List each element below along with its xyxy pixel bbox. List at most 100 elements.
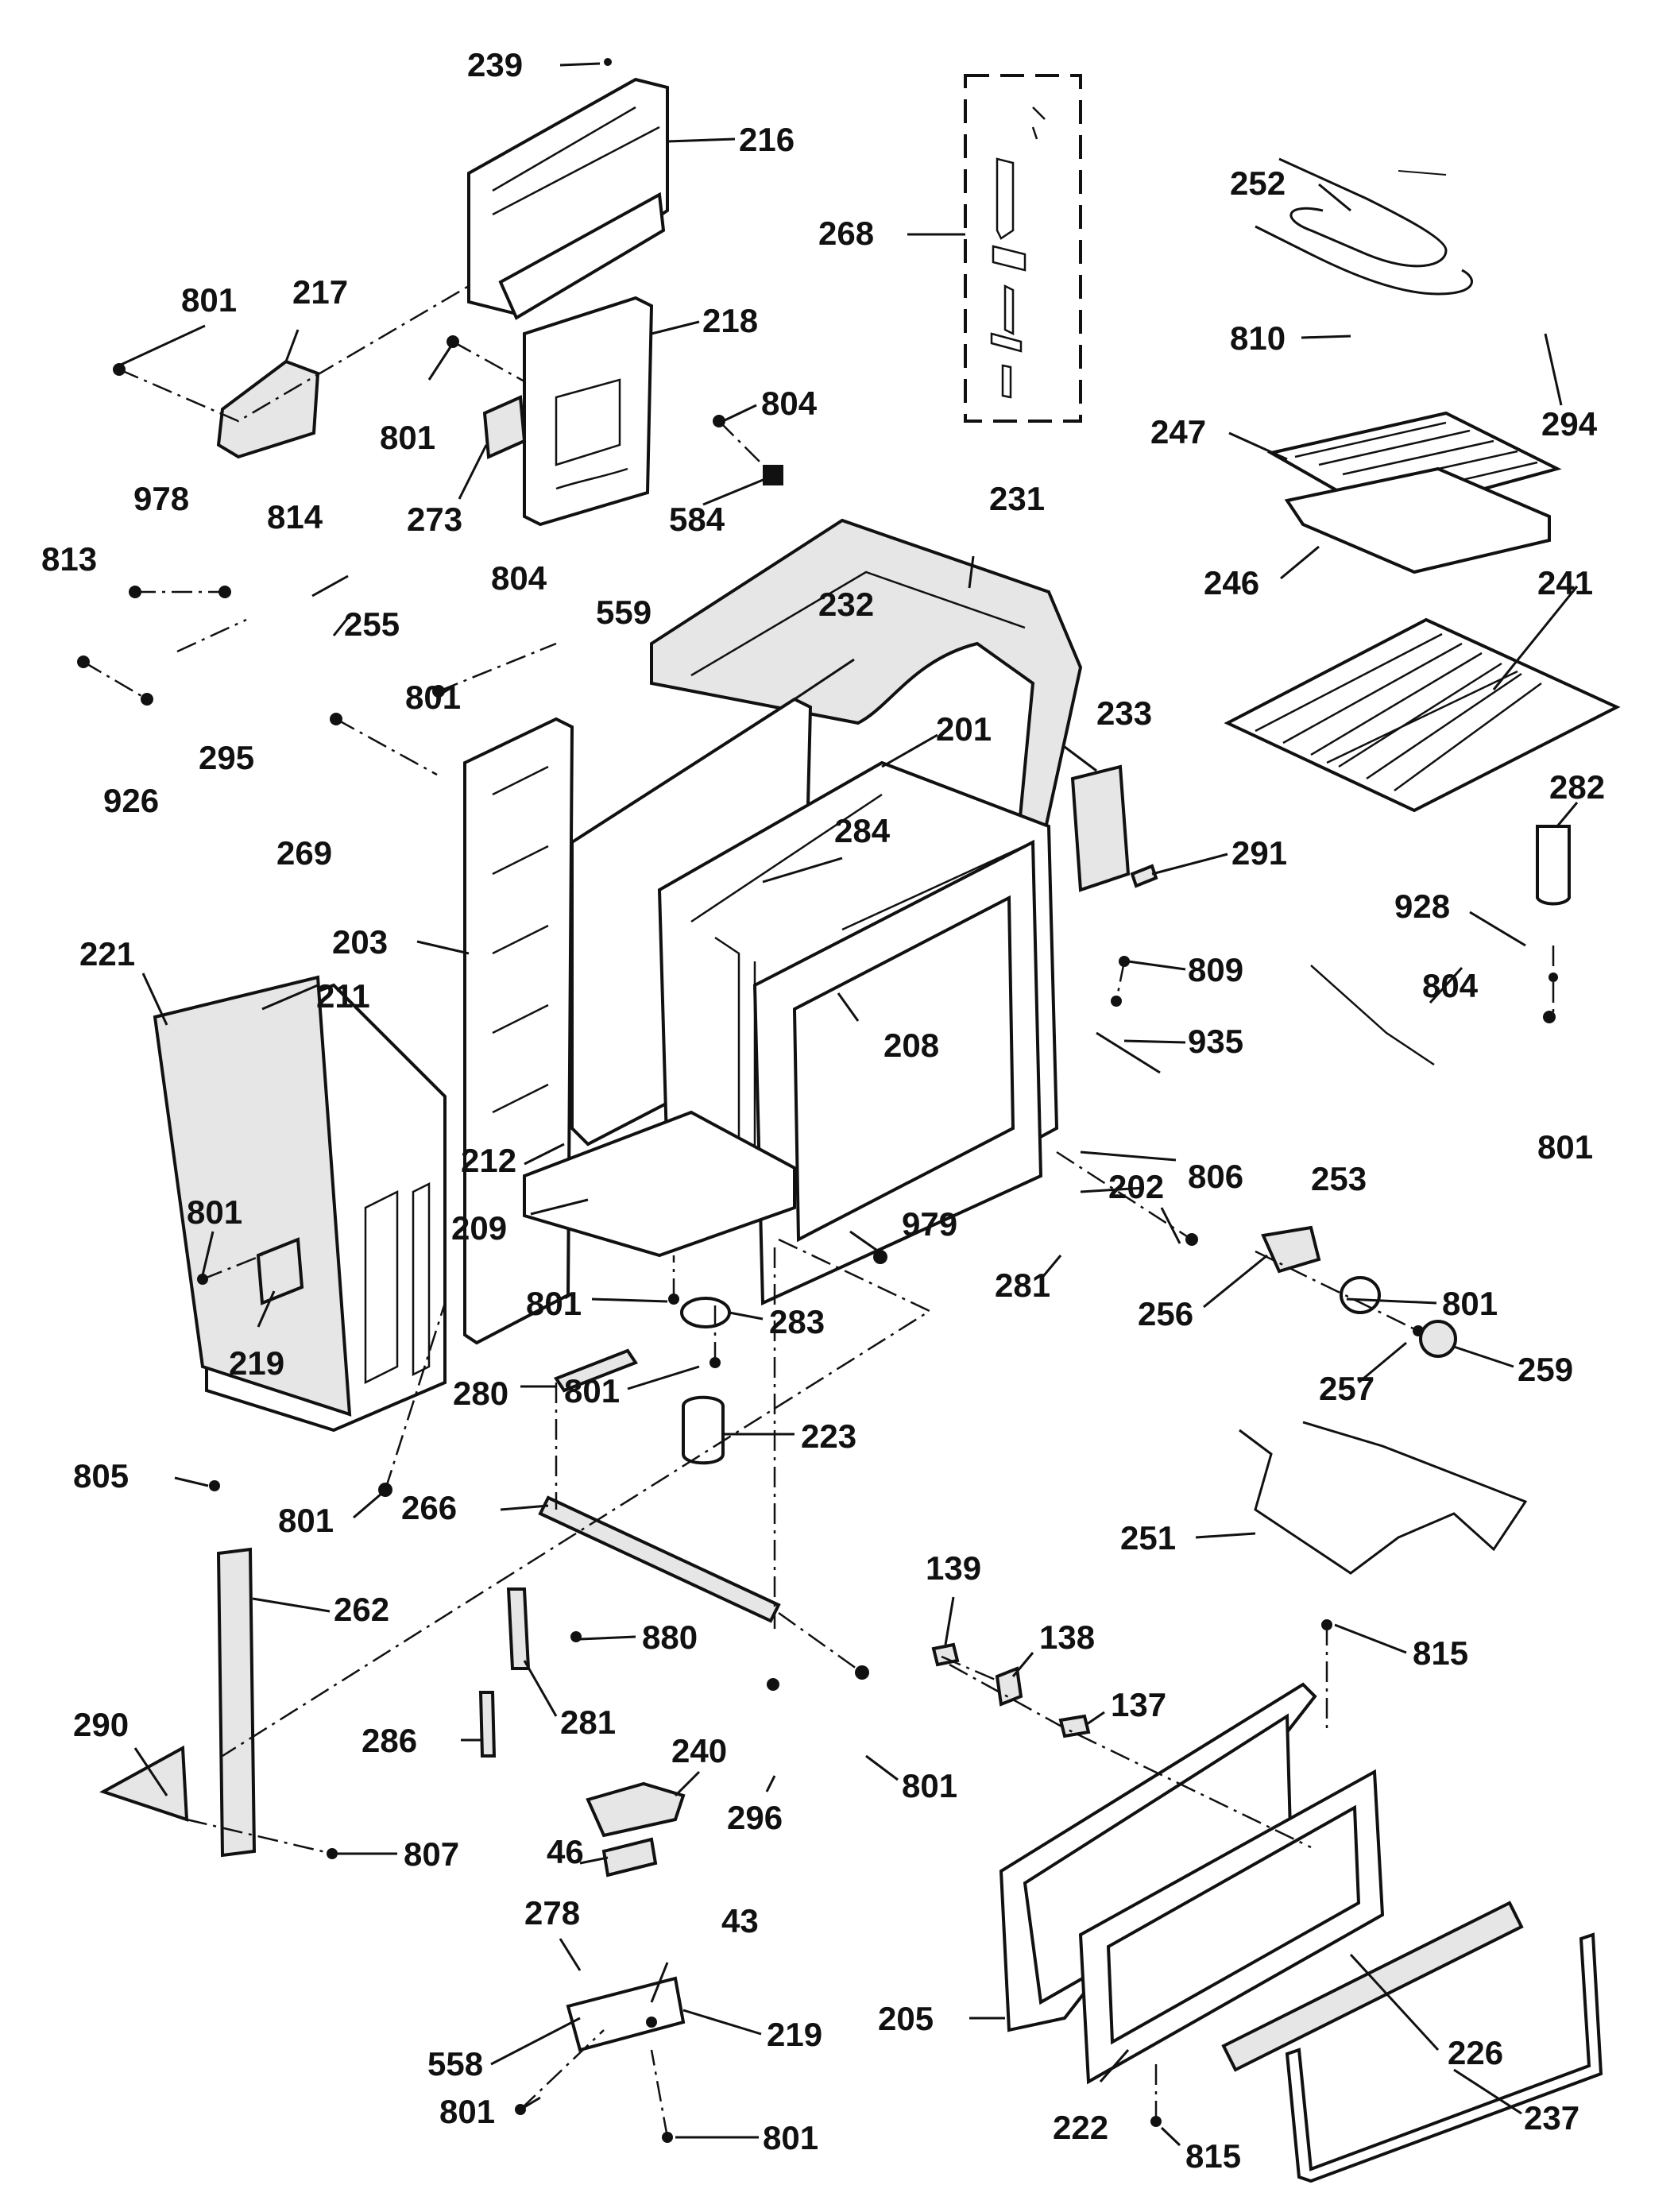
label-807: 807 — [404, 1835, 459, 1873]
label-284: 284 — [834, 812, 891, 849]
label-804: 804 — [491, 559, 547, 597]
label-208: 208 — [883, 1027, 939, 1064]
label-212: 212 — [461, 1142, 516, 1179]
label-222: 222 — [1053, 2109, 1108, 2146]
label-43: 43 — [721, 1902, 759, 1939]
label-283: 283 — [769, 1303, 825, 1340]
label-935: 935 — [1188, 1023, 1243, 1060]
label-231: 231 — [989, 480, 1045, 517]
part-273-shape — [482, 395, 527, 459]
part-226-shape — [1221, 1901, 1524, 2072]
label-219: 219 — [767, 2016, 822, 2053]
part-137-shape — [1058, 1714, 1091, 1738]
label-237: 237 — [1524, 2099, 1579, 2137]
label-46: 46 — [547, 1833, 584, 1870]
label-253: 253 — [1311, 1160, 1367, 1197]
label-801: 801 — [526, 1285, 582, 1322]
label-232: 232 — [818, 586, 874, 623]
label-202: 202 — [1108, 1168, 1164, 1205]
label-255: 255 — [344, 605, 400, 643]
label-809: 809 — [1188, 951, 1243, 988]
label-281: 281 — [995, 1266, 1050, 1304]
part-257-shape — [1340, 1276, 1381, 1314]
label-801: 801 — [1537, 1128, 1593, 1166]
label-290: 290 — [73, 1706, 129, 1743]
leader-lines — [118, 62, 1579, 2147]
kit-268-parts — [990, 106, 1046, 399]
part-drawings — [77, 58, 1621, 2183]
label-226: 226 — [1448, 2034, 1503, 2071]
part-252-shape — [1255, 157, 1473, 296]
part-283-shape — [680, 1297, 731, 1328]
label-979: 979 — [902, 1205, 957, 1243]
part-216-shape — [467, 77, 669, 320]
part-203-shape — [463, 717, 574, 1345]
label-201: 201 — [936, 710, 992, 748]
label-217: 217 — [292, 273, 348, 311]
part-241-shape — [1224, 617, 1621, 813]
label-139: 139 — [926, 1549, 981, 1587]
label-239: 239 — [467, 46, 523, 83]
part-209-shape — [523, 1110, 796, 1258]
label-138: 138 — [1039, 1618, 1095, 1656]
part-labels: 239 216 217 801 218 801 273 804 584 268 … — [41, 46, 1605, 2175]
label-801: 801 — [902, 1767, 957, 1804]
kit-268-box — [964, 74, 1082, 423]
label-256: 256 — [1138, 1295, 1193, 1332]
part-217-shape — [216, 359, 320, 459]
label-280: 280 — [453, 1375, 508, 1412]
label-216: 216 — [739, 121, 795, 158]
label-219: 219 — [229, 1344, 284, 1382]
label-584: 584 — [669, 501, 725, 538]
part-139-shape — [931, 1642, 960, 1667]
label-221: 221 — [79, 935, 135, 973]
label-247: 247 — [1150, 413, 1206, 451]
part-223-shape — [682, 1395, 725, 1465]
label-801: 801 — [763, 2119, 818, 2156]
label-266: 266 — [401, 1489, 457, 1526]
label-218: 218 — [702, 302, 758, 339]
label-259: 259 — [1518, 1351, 1573, 1388]
label-286: 286 — [362, 1722, 417, 1759]
label-801: 801 — [181, 281, 237, 319]
label-294: 294 — [1541, 405, 1598, 443]
label-252: 252 — [1230, 164, 1286, 202]
part-286-shape — [478, 1691, 497, 1758]
part-253-shape — [1310, 965, 1435, 1066]
label-291: 291 — [1231, 834, 1287, 872]
part-222-shape — [1078, 1769, 1385, 2085]
label-296: 296 — [727, 1799, 783, 1836]
label-926: 926 — [103, 782, 159, 819]
label-801: 801 — [439, 2093, 495, 2130]
label-801: 801 — [1442, 1285, 1498, 1322]
label-269: 269 — [276, 834, 332, 872]
label-203: 203 — [332, 923, 388, 961]
label-801: 801 — [405, 679, 461, 716]
label-801: 801 — [187, 1193, 242, 1231]
part-256-shape — [1261, 1225, 1321, 1274]
label-268: 268 — [818, 215, 874, 252]
label-251: 251 — [1120, 1519, 1176, 1557]
part-290-shape — [99, 1745, 189, 1822]
part-233-shape — [1070, 764, 1131, 892]
label-815: 815 — [1413, 1634, 1468, 1672]
label-137: 137 — [1111, 1686, 1166, 1723]
part-262-shape — [216, 1547, 257, 1858]
label-233: 233 — [1096, 694, 1152, 732]
label-806: 806 — [1188, 1158, 1243, 1195]
label-880: 880 — [642, 1618, 698, 1656]
label-205: 205 — [878, 2000, 934, 2037]
label-282: 282 — [1549, 768, 1605, 806]
label-559: 559 — [596, 594, 651, 631]
label-810: 810 — [1230, 319, 1286, 357]
part-211-221-shape — [153, 975, 447, 1433]
part-237-shape — [1285, 1932, 1603, 2183]
label-804: 804 — [1422, 967, 1479, 1004]
label-273: 273 — [407, 501, 462, 538]
part-218-shape — [523, 296, 654, 527]
label-209: 209 — [451, 1209, 507, 1247]
label-223: 223 — [801, 1417, 856, 1455]
label-801: 801 — [278, 1502, 334, 1539]
label-813: 813 — [41, 540, 97, 578]
